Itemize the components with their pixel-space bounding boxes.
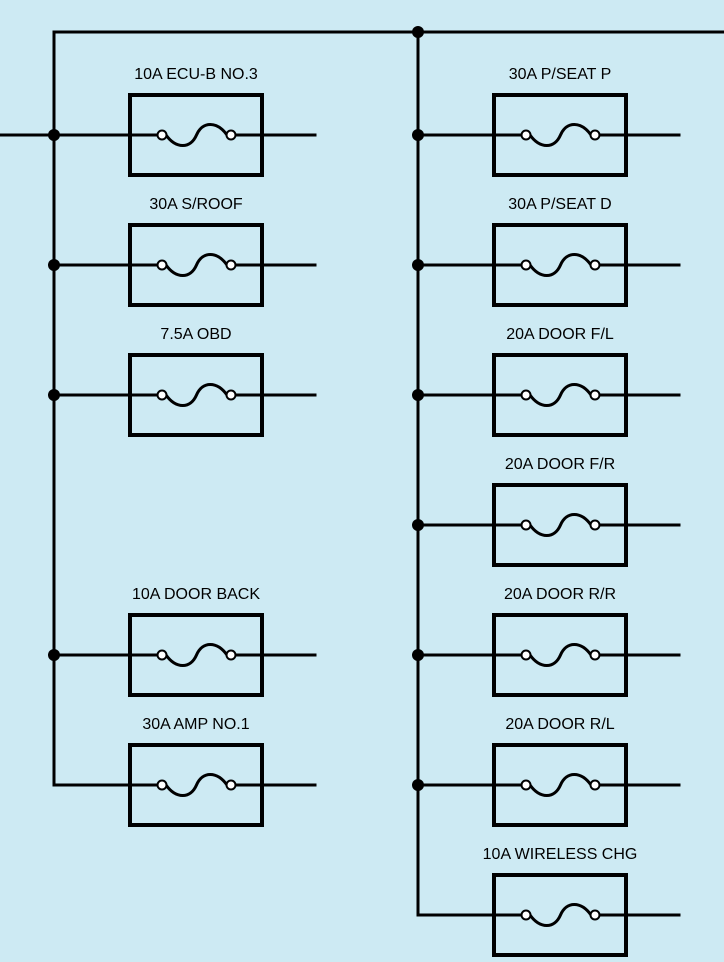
fuse-terminal [225, 259, 237, 271]
junction-node [412, 519, 424, 531]
fuse-element [528, 773, 593, 797]
fuse-element [528, 643, 593, 667]
fuse-box [492, 873, 628, 957]
fuse-element [164, 123, 229, 147]
fuse-box [128, 93, 264, 177]
fuse-label: 10A DOOR BACK [132, 586, 260, 603]
fuse-30a-p-seat-p: 30A P/SEAT P [412, 66, 681, 177]
fuse-label: 10A ECU-B NO.3 [134, 66, 258, 83]
fuse-terminal [156, 129, 168, 141]
right-fuse-column: 30A P/SEAT P 30A P/SEAT D 20A DOOR F/L 20A … [412, 66, 681, 957]
fuse-element [528, 123, 593, 147]
fuse-terminal [156, 649, 168, 661]
fuse-label: 30A S/ROOF [149, 196, 243, 213]
fuse-terminal [225, 389, 237, 401]
fuse-terminal [156, 389, 168, 401]
fuse-terminal [589, 649, 601, 661]
fuse-terminal [225, 649, 237, 661]
fuse-20a-door-f-l: 20A DOOR F/L [412, 326, 681, 437]
fuse-terminal [589, 519, 601, 531]
fuse-element [164, 773, 229, 797]
fuse-terminal [156, 779, 168, 791]
fuse-10a-ecu-b-no-3: 10A ECU-B NO.3 [48, 66, 317, 177]
top-junction-node [412, 26, 424, 38]
fuse-box [492, 223, 628, 307]
fuse-20a-door-r-l: 20A DOOR R/L [412, 716, 681, 827]
fuse-terminal [225, 779, 237, 791]
fuse-box [492, 613, 628, 697]
junction-node [412, 129, 424, 141]
fuse-terminal [520, 779, 532, 791]
fuse-terminal [520, 389, 532, 401]
fuse-box [492, 483, 628, 567]
fuse-element [164, 253, 229, 277]
junction-node [412, 779, 424, 791]
fuse-7-5a-obd: 7.5A OBD [48, 326, 317, 437]
fuse-20a-door-f-r: 20A DOOR F/R [412, 456, 681, 567]
fuse-element [528, 253, 593, 277]
fuse-label: 20A DOOR F/R [505, 456, 615, 473]
fuse-terminal [589, 909, 601, 921]
junction-node [412, 389, 424, 401]
fuse-terminal [589, 129, 601, 141]
fuse-terminal [520, 129, 532, 141]
fuse-element [164, 643, 229, 667]
fuse-element [164, 383, 229, 407]
junction-node [48, 129, 60, 141]
fuse-30a-s-roof: 30A S/ROOF [48, 196, 317, 307]
fuse-label: 30A P/SEAT P [509, 66, 612, 83]
fuse-label: 20A DOOR F/L [506, 326, 614, 343]
fuse-label: 7.5A OBD [160, 326, 231, 343]
fuse-terminal [589, 779, 601, 791]
fuse-label: 30A P/SEAT D [508, 196, 611, 213]
fuse-element [528, 383, 593, 407]
junction-node [48, 389, 60, 401]
junction-node [48, 649, 60, 661]
fuse-label: 10A WIRELESS CHG [483, 846, 638, 863]
fuse-terminal [589, 259, 601, 271]
junction-node [48, 259, 60, 271]
fuse-terminal [520, 649, 532, 661]
fuse-20a-door-r-r: 20A DOOR R/R [412, 586, 681, 697]
fuse-10a-door-back: 10A DOOR BACK [48, 586, 317, 697]
fuse-terminal [589, 389, 601, 401]
fuse-terminal [520, 519, 532, 531]
fuse-box [492, 743, 628, 827]
fuse-element [528, 513, 593, 537]
fuse-box [128, 743, 264, 827]
fuse-label: 20A DOOR R/L [505, 716, 614, 733]
fuse-terminal [225, 129, 237, 141]
fuse-terminal [156, 259, 168, 271]
fuse-label: 30A AMP NO.1 [142, 716, 249, 733]
fuse-terminal [520, 259, 532, 271]
fuse-box [492, 93, 628, 177]
junction-node [412, 649, 424, 661]
fuse-box [492, 353, 628, 437]
fuse-terminal [520, 909, 532, 921]
fuse-30a-amp-no-1: 30A AMP NO.1 [52, 716, 317, 827]
fuse-box [128, 353, 264, 437]
fuse-10a-wireless-chg: 10A WIRELESS CHG [416, 846, 681, 957]
fuse-box [128, 613, 264, 697]
fuse-element [528, 903, 593, 927]
fuse-30a-p-seat-d: 30A P/SEAT D [412, 196, 681, 307]
fuse-label: 20A DOOR R/R [504, 586, 616, 603]
left-fuse-column: 10A ECU-B NO.3 30A S/ROOF 7.5A OBD 10A DOOR… [48, 66, 317, 827]
fuse-box [128, 223, 264, 307]
junction-node [412, 259, 424, 271]
